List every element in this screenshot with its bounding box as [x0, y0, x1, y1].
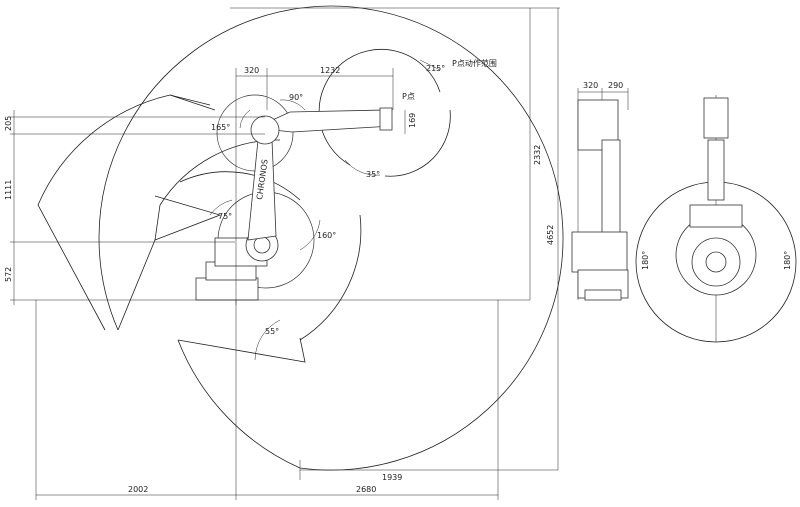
robot-plan-view: 180° 180° [635, 95, 797, 343]
angle-55: 55° [265, 327, 279, 336]
plan-angle-right: 180° [783, 251, 792, 270]
angle-indicators [209, 59, 441, 361]
dim-top-1232: 1232 [320, 66, 340, 75]
robot-side-view: 320 290 [571, 81, 629, 301]
dim-bottom-2002: 2002 [128, 485, 148, 494]
dim-169: 169 [408, 113, 417, 128]
dim-top-320: 320 [244, 66, 259, 75]
angle-90: 90° [289, 93, 303, 102]
dimension-lines [10, 7, 560, 500]
p-range-label: P点动作范围 [452, 58, 497, 68]
side-dim-290: 290 [608, 81, 623, 90]
dim-bottom-2680: 2680 [356, 485, 376, 494]
work-envelope [37, 5, 564, 471]
angle-35: 35° [366, 170, 380, 179]
p-point-range [318, 48, 451, 177]
dim-left-1111: 1111 [4, 180, 13, 200]
dimension-labels: 320 1232 215° P点动作范围 P点 169 90° 165° 35°… [4, 58, 555, 494]
dim-bottom-1939: 1939 [382, 473, 402, 482]
plan-angle-left: 180° [641, 251, 650, 270]
angle-165: 165° [211, 123, 230, 132]
side-dim-320: 320 [583, 81, 598, 90]
angle-160: 160° [317, 231, 336, 240]
dim-right-2332: 2332 [533, 145, 542, 165]
angle-215: 215° [426, 64, 445, 73]
p-point-label: P点 [402, 92, 415, 101]
dim-right-4652: 4652 [546, 225, 555, 245]
robot-elevation: CHRONOS [195, 107, 393, 301]
dim-left-205: 205 [4, 116, 13, 131]
dim-left-572: 572 [4, 267, 13, 282]
angle-75: 75° [218, 212, 232, 221]
